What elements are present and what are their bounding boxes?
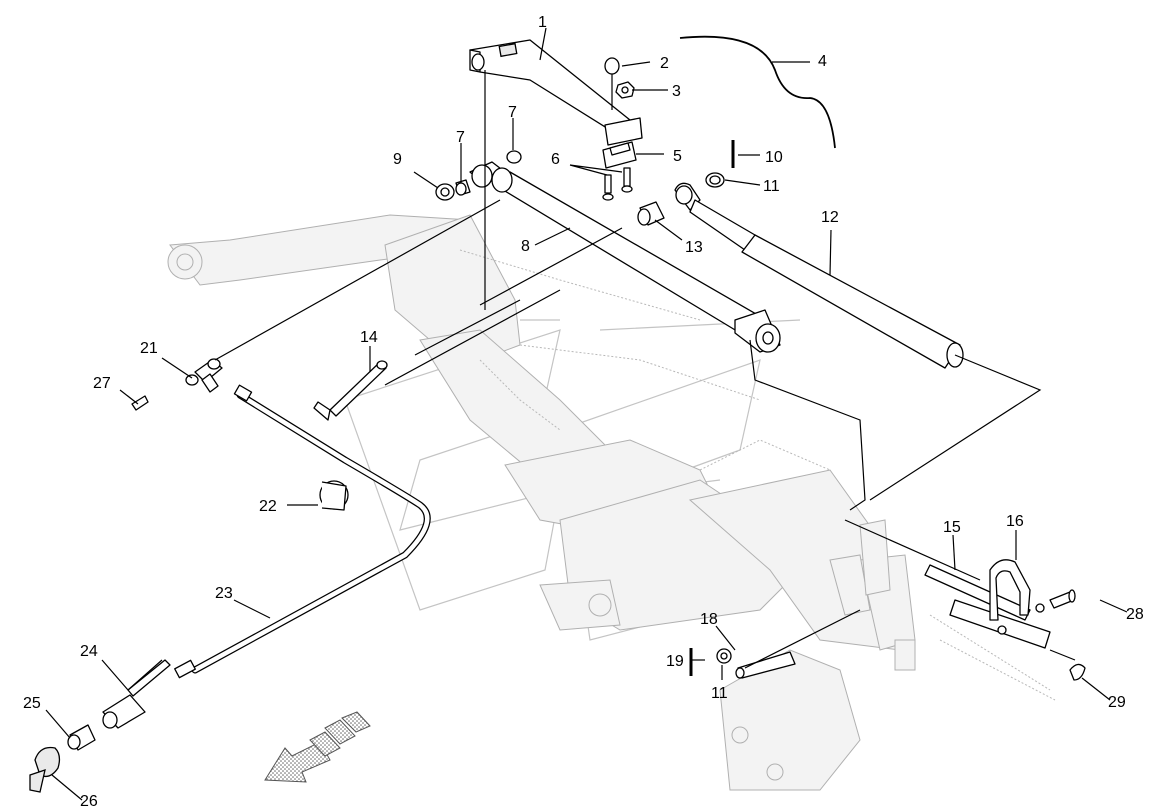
callout-13: 13 (685, 239, 703, 256)
callout-28: 28 (1126, 606, 1144, 623)
callout-7b: 7 (508, 104, 517, 121)
callout-7a: 7 (456, 129, 465, 146)
callout-4: 4 (818, 53, 827, 70)
frame-outline (167, 214, 1056, 791)
part-11-washer-top (705, 172, 725, 188)
part-23-hose (174, 384, 431, 679)
callout-9: 9 (393, 151, 402, 168)
part-24-valve (102, 659, 171, 729)
part-7-bushings (455, 150, 522, 196)
part-8-tube (469, 161, 781, 353)
part-3-nut (615, 81, 635, 99)
callout-29: 29 (1108, 694, 1126, 711)
callout-12: 12 (821, 209, 839, 226)
callout-5: 5 (673, 148, 682, 165)
callout-27: 27 (93, 375, 111, 392)
part-25-fitting (67, 724, 96, 751)
callout-3: 3 (672, 83, 681, 100)
callout-6: 6 (551, 151, 560, 168)
part-13-bushing (637, 201, 665, 226)
direction-arrow (264, 711, 371, 783)
callout-23: 23 (215, 585, 233, 602)
callout-18: 18 (700, 611, 718, 628)
leader-lines (45, 27, 1128, 801)
part-2-eyebolt (604, 57, 620, 110)
part-14-pin (313, 360, 388, 421)
part-27-nipple (131, 395, 149, 411)
part-15-16-bar-ubolt (924, 559, 1051, 649)
callout-1: 1 (538, 14, 547, 31)
part-21-tfitting (185, 358, 223, 393)
callout-21: 21 (140, 340, 158, 357)
callout-19: 19 (666, 653, 684, 670)
part-6-screws (602, 167, 633, 201)
part-11-washer-bottom (716, 648, 732, 664)
callout-24: 24 (80, 643, 98, 660)
callout-11b: 11 (711, 685, 728, 702)
callout-15: 15 (943, 519, 961, 536)
callout-25: 25 (23, 695, 41, 712)
part-26-cap (29, 746, 61, 793)
part-5-clamp (602, 141, 637, 169)
part-4-cable (679, 35, 836, 149)
callout-16: 16 (1006, 513, 1024, 530)
callout-11a: 11 (763, 178, 780, 195)
callout-2: 2 (660, 55, 669, 72)
part-22-clamp (319, 480, 349, 511)
callout-14: 14 (360, 329, 378, 346)
callout-22: 22 (259, 498, 277, 515)
callout-8: 8 (521, 238, 530, 255)
callout-10: 10 (765, 149, 783, 166)
part-18-pin (735, 651, 796, 679)
part-1-bracket (469, 39, 643, 146)
part-28-pin (1049, 589, 1076, 609)
callout-26: 26 (80, 793, 98, 810)
assembly-lines (214, 70, 1076, 669)
part-12-spring (674, 182, 964, 369)
part-29-clip (1069, 663, 1086, 681)
part-9-washer (435, 183, 455, 201)
callout-labels: 1 2 3 4 5 6 7 7 8 9 10 11 11 12 13 14 15… (23, 14, 1144, 810)
